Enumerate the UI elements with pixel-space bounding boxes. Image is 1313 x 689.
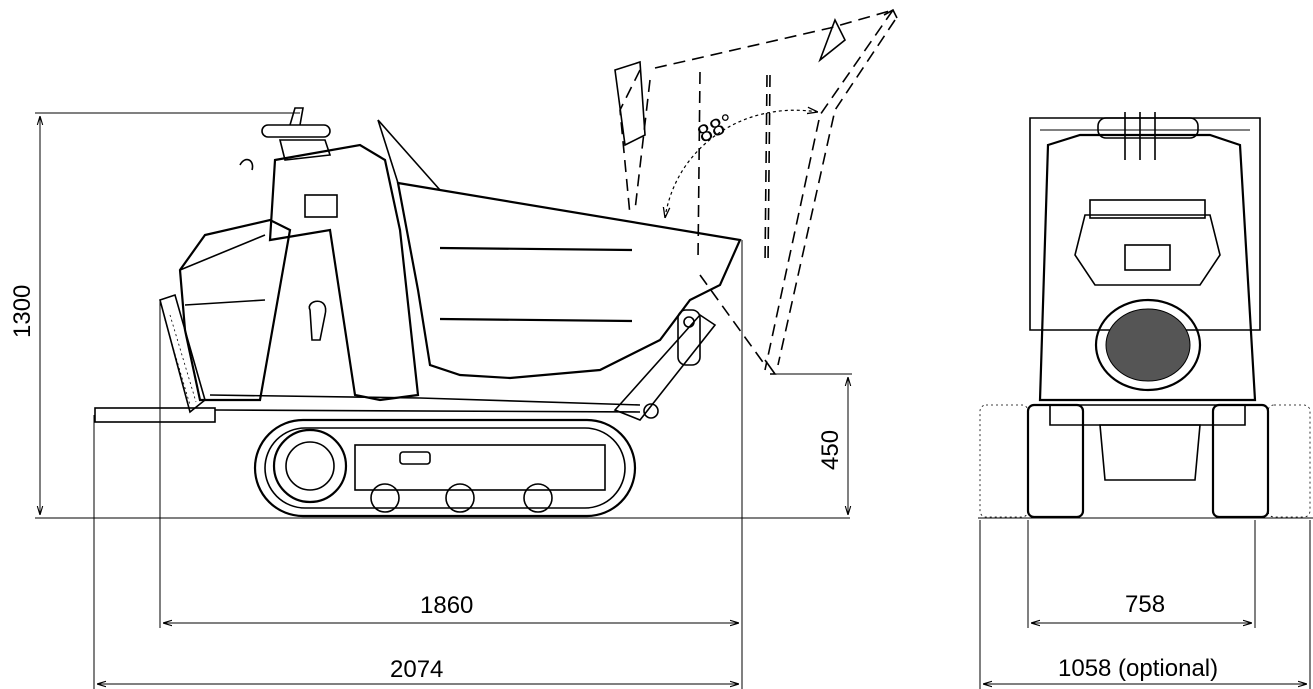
- road-wheel-2: [445, 483, 475, 513]
- tipped-skip-outline: [614, 8, 898, 375]
- front-skip: [1029, 117, 1261, 331]
- length-2074-dimension: 2074: [93, 415, 739, 689]
- control-panel: [1089, 199, 1206, 219]
- side-view: 1300 450 1860 2074: [9, 8, 898, 689]
- road-wheel-3: [523, 483, 553, 513]
- length-1860-dimension: 1860: [159, 240, 743, 689]
- left-track: [1026, 403, 1085, 519]
- front-handle: [1097, 117, 1199, 139]
- length-1860-label: 1860: [420, 592, 473, 619]
- right-track: [1211, 403, 1270, 519]
- dump-height-label: 450: [817, 430, 844, 470]
- label-plate: [304, 194, 338, 218]
- operator-controls: [239, 107, 332, 171]
- rear-platform: [94, 293, 641, 423]
- height-label: 1300: [9, 285, 36, 338]
- track-width-dimension: 758: [1027, 520, 1256, 628]
- dump-height-dimension: 450: [770, 373, 852, 515]
- tip-angle-indicator: 88°: [665, 109, 818, 218]
- track-width-label: 758: [1125, 591, 1165, 618]
- track-assembly: [253, 418, 637, 518]
- height-dimension: 1300: [9, 112, 300, 515]
- road-wheel-1: [370, 483, 400, 513]
- optional-width-dimension: 1058 (optional): [979, 520, 1311, 689]
- optional-width-label: 1058 (optional): [1058, 655, 1218, 682]
- control-lever: [308, 300, 327, 341]
- optional-left-track: [979, 404, 1029, 518]
- machine-body: [178, 143, 420, 402]
- skip-bucket: [377, 119, 742, 380]
- lift-arm: [613, 309, 717, 421]
- length-2074-label: 2074: [390, 656, 443, 683]
- drive-sprocket: [272, 428, 348, 504]
- front-view: 758 1058 (optional): [978, 112, 1313, 689]
- optional-right-track: [1267, 404, 1311, 518]
- front-body: [1038, 133, 1257, 402]
- fan-grille: [1094, 298, 1202, 392]
